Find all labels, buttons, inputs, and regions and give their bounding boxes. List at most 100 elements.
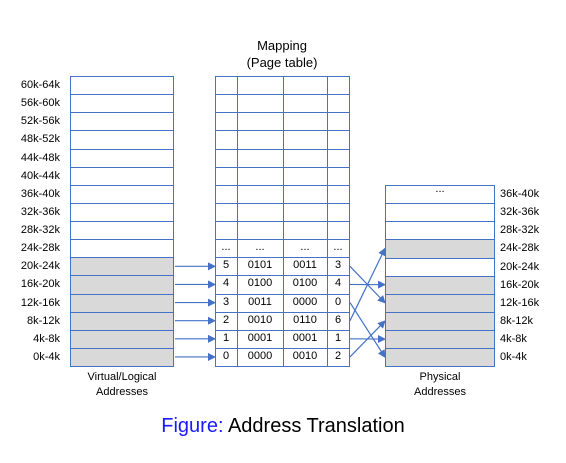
page-table-cell [215,130,238,150]
page-table-cell [327,221,350,241]
page-table-cell [237,184,284,204]
page-table-cell [327,94,350,114]
virtual-address-label: 12k-16k [20,296,60,309]
page-table-entry: 0011 [293,259,317,272]
virtual-address-label: 56k-60k [20,97,60,110]
virtual-page-cell [70,347,174,367]
physical-address-label: 32k-36k [500,206,540,219]
page-table-cell [283,112,328,132]
virtual-page-cell [70,184,174,204]
virtual-page-cell [70,329,174,349]
page-table-entry: 6 [334,313,342,326]
virtual-address-label: 44k-48k [20,151,60,164]
page-table-ellipsis: ... [255,241,265,254]
physical-frame-cell [385,348,495,368]
page-table-cell [215,148,238,168]
page-table-cell [237,76,284,96]
figure-caption-text: Address Translation [227,415,405,437]
virtual-page-cell [70,148,174,168]
figure-caption: Figure: Address Translation [0,414,566,438]
page-table-ellipsis: ... [221,241,231,254]
virtual-address-label: 40k-44k [20,169,60,182]
page-table-entry: 1 [334,331,342,344]
physical-address-label: 24k-28k [500,242,540,255]
page-table-cell [327,202,350,222]
pagetable-to-physical-arrow [349,265,386,304]
page-table-entry: 0010 [292,349,318,362]
physical-address-label: 28k-32k [500,224,540,237]
page-table-cell [237,166,284,186]
page-table-cell [283,202,328,222]
page-table-cell [327,112,350,132]
page-table-cell [215,76,238,96]
page-table-ellipsis: ... [333,241,343,254]
page-table-cell [215,112,238,132]
pagetable-to-physical-arrow [349,247,386,321]
page-table-cell [283,130,328,150]
page-table-cell [283,184,328,204]
page-table-cell [215,221,238,241]
virtual-address-label: 60k-64k [20,79,60,91]
page-table-cell [215,184,238,204]
physical-address-label: 36k-40k [500,188,540,200]
mapping-title-line2: (Page table) [246,55,318,70]
page-table-cell [327,76,350,96]
virtual-page-cell [70,130,174,150]
virtual-address-label: 36k-40k [20,187,60,200]
page-table-entry: 0100 [247,277,273,290]
page-table-cell [283,148,328,168]
virtual-page-cell [70,166,174,186]
page-table-entry: 2 [222,313,230,326]
virtual-address-label: 16k-20k [20,278,60,291]
page-table-ellipsis: ... [300,241,310,254]
page-table-cell [283,221,328,241]
physical-caption-line1: Physical [419,371,461,383]
page-table-entry: 1 [222,331,230,344]
virtual-address-label: 4k-8k [33,332,60,345]
physical-address-label: 20k-24k [500,260,540,273]
page-table-entry: 2 [334,349,342,362]
virtual-address-label: 32k-36k [20,205,60,218]
page-table-entry: 0101 [247,259,273,272]
virtual-page-cell [70,112,174,132]
page-table-entry: 5 [222,259,230,272]
virtual-page-cell [70,76,174,96]
virtual-page-cell [70,311,174,331]
page-table-entry: 0 [222,349,230,362]
physical-address-label: 8k-12k [500,314,534,327]
physical-frame-cell [385,330,495,350]
page-table-cell [215,202,238,222]
physical-frame-cell [385,221,495,241]
page-table-entry: 0 [334,295,342,308]
figure-caption-label: Figure: [161,415,224,437]
page-table-entry: 0011 [248,295,272,308]
virtual-page-cell [70,221,174,241]
page-table-cell [327,184,350,204]
page-table-entry: 0000 [292,295,318,308]
physical-frame-cell [385,293,495,313]
virtual-page-cell [70,257,174,277]
mapping-title-line1: Mapping [257,38,307,53]
page-table-cell [283,166,328,186]
virtual-address-label: 20k-24k [20,260,60,273]
page-table-entry: 0100 [292,277,318,290]
virtual-address-label: 8k-12k [26,314,60,327]
pagetable-to-physical-arrow [349,302,386,359]
virtual-page-cell [70,239,174,259]
page-table-cell [215,94,238,114]
page-table-entry: 0110 [293,313,317,326]
physical-frame-cell [385,239,495,259]
page-table-entry: 0001 [292,331,318,344]
page-table-cell [237,112,284,132]
physical-frame-cell [385,275,495,295]
page-table-entry: 4 [222,277,230,290]
physical-caption-line2: Addresses [414,386,466,398]
page-table-entry: 0010 [247,313,273,326]
pagetable-to-physical-arrow [349,320,386,358]
virtual-page-cell [70,275,174,295]
virtual-address-label: 28k-32k [20,224,60,236]
physical-top-ellipsis: ... [435,183,445,195]
physical-frame-cell [385,257,495,277]
page-table-cell [283,76,328,96]
physical-frame-cell [385,311,495,331]
